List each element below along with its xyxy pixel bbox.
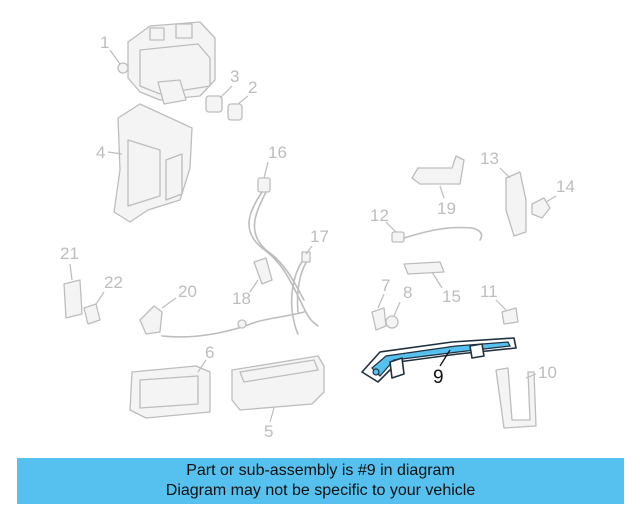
part-21-bracket — [63, 279, 83, 319]
callout-19: 19 — [437, 199, 456, 218]
callout-13: 13 — [480, 149, 499, 168]
callout-10: 10 — [538, 363, 557, 382]
info-banner: Part or sub-assembly is #9 in diagram Di… — [17, 458, 624, 504]
callout-21: 21 — [60, 244, 79, 263]
callout-17: 17 — [310, 227, 329, 246]
callout-15: 15 — [442, 287, 461, 306]
callouts: 1 2 3 4 5 6 7 8 9 10 11 12 13 14 15 16 1… — [60, 33, 575, 441]
part-4-bracket — [113, 103, 193, 223]
part-20-harness — [139, 305, 305, 338]
callout-7: 7 — [381, 276, 390, 295]
part-5-control-module — [231, 355, 325, 411]
parts-diagram: 1 2 3 4 5 6 7 8 9 10 11 12 13 14 15 16 1… — [60, 21, 575, 441]
part-1-abs-modulator — [117, 21, 216, 105]
callout-8: 8 — [403, 283, 412, 302]
callout-2: 2 — [248, 78, 257, 97]
part-16-sensor-cable — [248, 177, 319, 327]
callout-22: 22 — [104, 273, 123, 292]
part-9-highlighted-bracket — [361, 337, 517, 383]
callout-11: 11 — [480, 282, 498, 301]
callout-5: 5 — [264, 422, 273, 441]
callout-20: 20 — [178, 282, 197, 301]
part-19-bracket — [411, 155, 465, 185]
callout-16: 16 — [268, 143, 287, 162]
part-10-bracket — [495, 367, 537, 429]
callout-6: 6 — [205, 343, 214, 362]
callout-14: 14 — [556, 177, 575, 196]
callout-1: 1 — [100, 33, 109, 52]
part-12-sensor — [391, 226, 483, 243]
part-3-bushing — [205, 95, 223, 113]
part-15-bracket — [403, 261, 445, 275]
part-6-module — [129, 365, 211, 419]
part-11-clip — [501, 307, 519, 325]
part-13-bracket — [505, 171, 527, 237]
callout-12: 12 — [370, 206, 389, 225]
callout-9: 9 — [433, 367, 444, 388]
part-17-sensor-cable — [290, 251, 311, 335]
part-2-bushing — [227, 103, 243, 121]
part-18-bracket — [253, 257, 273, 285]
banner-line-1: Part or sub-assembly is #9 in diagram — [186, 462, 455, 479]
part-8-nut — [385, 315, 399, 329]
part-7-sensor — [371, 307, 387, 331]
banner-line-2: Diagram may not be specific to your vehi… — [165, 482, 476, 499]
callout-4: 4 — [96, 143, 105, 162]
callout-3: 3 — [230, 67, 239, 86]
part-14-sensor — [531, 197, 551, 219]
part-22-clip — [83, 303, 101, 325]
callout-18: 18 — [232, 289, 251, 308]
